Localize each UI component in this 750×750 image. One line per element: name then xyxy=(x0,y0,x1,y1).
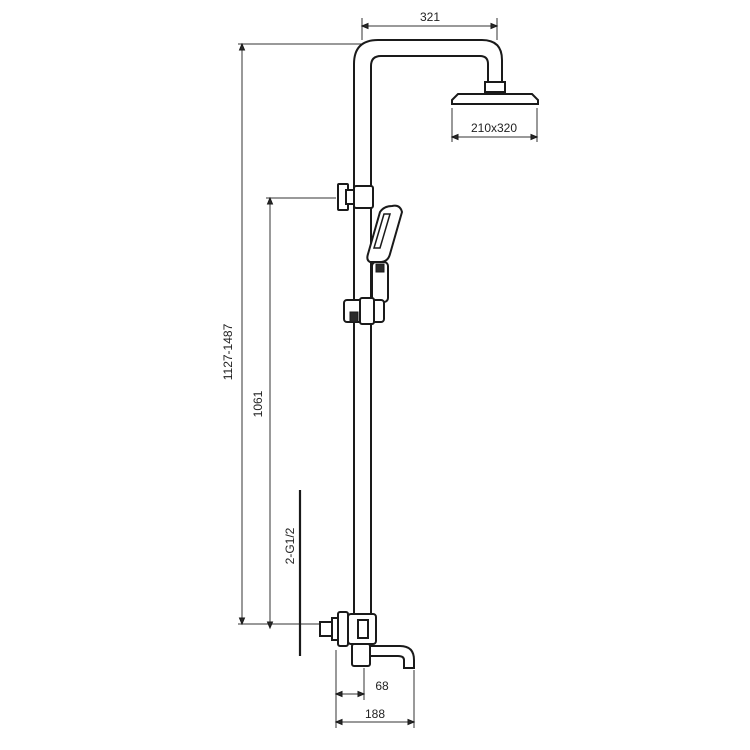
dimension-arm-reach: 321 xyxy=(360,10,499,40)
dimension-total-height: 1127-1487 xyxy=(221,42,362,626)
diverter-knob xyxy=(337,183,374,211)
dimension-outlet-height: 1061 xyxy=(251,196,336,630)
dimension-label-total-height: 1127-1487 xyxy=(221,323,235,380)
slide-holder xyxy=(343,297,385,325)
dimension-spout-offset: 68 xyxy=(334,650,389,728)
dimension-label-head-size: 210x320 xyxy=(471,121,517,135)
dimension-label-spout-length: 188 xyxy=(365,707,385,721)
dimension-label-outlet-height: 1061 xyxy=(251,390,265,417)
dimension-label-arm-reach: 321 xyxy=(420,10,440,24)
dimension-spout-length: 188 xyxy=(334,670,416,728)
dimension-inlet-spec: 2-G1/2 xyxy=(283,490,302,656)
bath-mixer xyxy=(319,611,415,669)
dimension-head-size: 210x320 xyxy=(450,121,539,141)
dimension-label-spout-offset: 68 xyxy=(375,679,389,693)
overhead-shower-head xyxy=(451,81,539,142)
dimension-label-inlet-spec: 2-G1/2 xyxy=(283,527,297,564)
riser-pipe xyxy=(353,39,503,614)
hand-shower xyxy=(366,204,404,303)
